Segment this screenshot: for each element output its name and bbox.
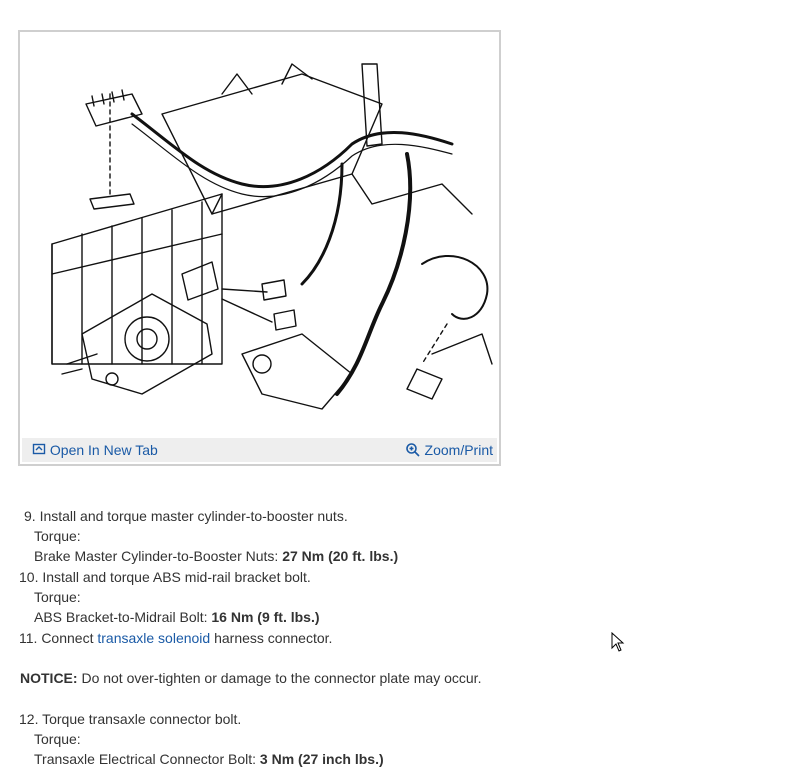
step-12-text: 12. Torque transaxle connector bolt.: [19, 711, 242, 727]
figure-container: Open In New Tab Zoom/Print: [18, 30, 501, 466]
open-in-new-tab-link[interactable]: Open In New Tab: [32, 442, 158, 459]
new-tab-icon: [32, 442, 46, 459]
wiring-harness-illustration[interactable]: [22, 34, 497, 439]
step-9-spec: Brake Master Cylinder-to-Booster Nuts: 2…: [34, 547, 398, 565]
transaxle-solenoid-link[interactable]: transaxle solenoid: [97, 630, 211, 646]
step-9-spec-value: 27 Nm (20 ft. lbs.): [282, 548, 399, 564]
step-10-torque-label: Torque:: [34, 589, 81, 605]
notice-label: NOTICE:: [20, 670, 78, 686]
step-10-spec-value: 16 Nm (9 ft. lbs.): [211, 609, 320, 625]
notice-text: NOTICE: Do not over-tighten or damage to…: [20, 669, 481, 687]
step-11-text: 11. Connect transaxle solenoid harness c…: [19, 629, 332, 647]
zoom-print-link[interactable]: Zoom/Print: [405, 442, 493, 461]
step-9-text: 9. Install and torque master cylinder-to…: [24, 508, 348, 524]
step-11-prefix: 11. Connect: [19, 630, 98, 646]
step-12-spec: Transaxle Electrical Connector Bolt: 3 N…: [34, 750, 384, 768]
step-12-torque-label: Torque:: [34, 731, 81, 747]
step-11-suffix: harness connector.: [210, 630, 333, 646]
step-9-spec-label: Brake Master Cylinder-to-Booster Nuts:: [34, 548, 283, 564]
zoom-in-icon: [405, 442, 421, 461]
notice-body: Do not over-tighten or damage to the con…: [77, 670, 482, 686]
figure-toolbar: Open In New Tab Zoom/Print: [22, 438, 497, 462]
step-9-torque-label: Torque:: [34, 528, 81, 544]
step-10-spec: ABS Bracket-to-Midrail Bolt: 16 Nm (9 ft…: [34, 608, 320, 626]
mouse-pointer-icon: [611, 631, 625, 657]
step-10-text: 10. Install and torque ABS mid-rail brac…: [19, 569, 311, 585]
step-12-spec-label: Transaxle Electrical Connector Bolt:: [34, 751, 260, 767]
step-10-spec-label: ABS Bracket-to-Midrail Bolt:: [34, 609, 212, 625]
zoom-print-label: Zoom/Print: [424, 442, 493, 458]
open-in-new-tab-label: Open In New Tab: [49, 442, 158, 458]
step-12-spec-value: 3 Nm (27 inch lbs.): [259, 751, 384, 767]
